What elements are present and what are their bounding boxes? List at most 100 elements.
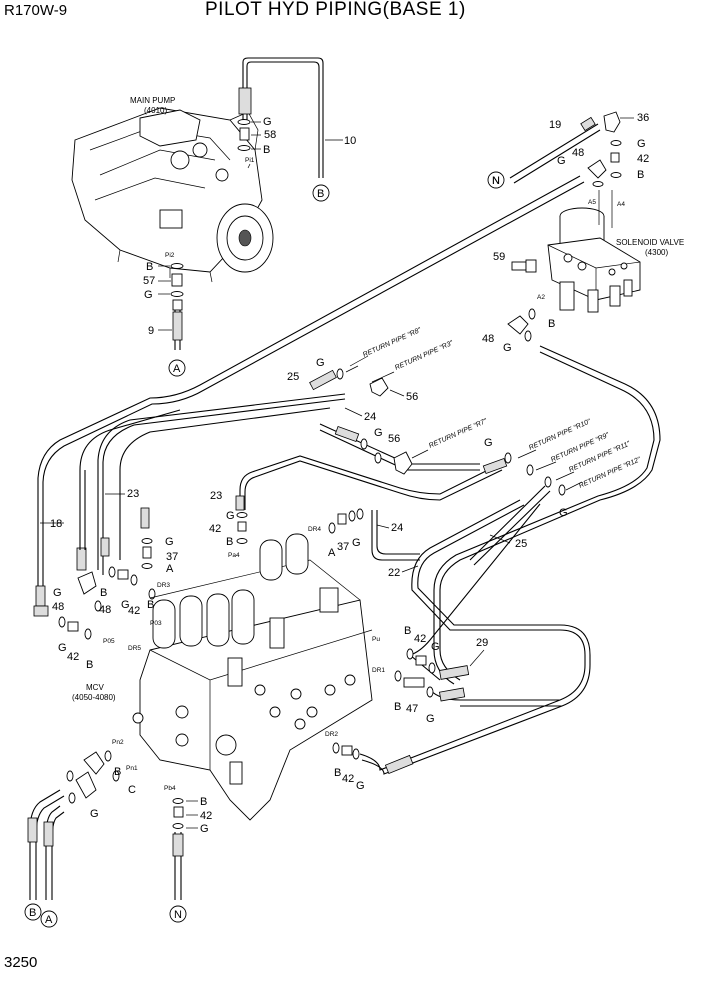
connector-n-top-label: N bbox=[492, 175, 500, 187]
callout-57: 57 bbox=[143, 275, 155, 287]
connector-b-bottom bbox=[24, 903, 42, 921]
connector-a-label: A bbox=[173, 363, 181, 375]
label-g: G bbox=[352, 537, 361, 549]
callout-48: 48 bbox=[99, 604, 111, 616]
connector-n-label: N bbox=[174, 909, 182, 921]
callout-23: 23 bbox=[127, 488, 139, 500]
callout-42: 42 bbox=[342, 773, 354, 785]
label-g: G bbox=[503, 342, 512, 354]
main-pump-drawing bbox=[71, 107, 274, 283]
callout-48: 48 bbox=[572, 147, 584, 159]
callout-42: 42 bbox=[200, 810, 212, 822]
mcv-drawing bbox=[132, 533, 373, 821]
callout-42: 42 bbox=[209, 523, 221, 535]
main-pump-code: (4010) bbox=[144, 106, 167, 115]
callout-48: 48 bbox=[52, 601, 64, 613]
label-b: B bbox=[394, 701, 401, 713]
callout-47: 47 bbox=[406, 703, 418, 715]
label-b: B bbox=[637, 169, 644, 181]
callout-29: 29 bbox=[476, 637, 488, 649]
callout-24: 24 bbox=[364, 411, 376, 423]
label-b: B bbox=[548, 318, 555, 330]
label-b: B bbox=[334, 767, 341, 779]
mcv-code: (4050-4080) bbox=[72, 693, 116, 702]
callout-42: 42 bbox=[67, 651, 79, 663]
label-b: B bbox=[147, 599, 154, 611]
connector-n-label: N bbox=[492, 175, 500, 187]
label-g: G bbox=[431, 641, 440, 653]
label-g: G bbox=[637, 138, 646, 150]
model-code: R170W-9 bbox=[4, 2, 68, 19]
callout-25: 25 bbox=[515, 538, 527, 550]
label-b: B bbox=[263, 144, 270, 156]
port-pi1: Pi1 bbox=[245, 157, 255, 164]
label-g: G bbox=[426, 713, 435, 725]
label-g: G bbox=[316, 357, 325, 369]
label-g: G bbox=[263, 116, 272, 128]
callout-56: 56 bbox=[406, 391, 418, 403]
label-c: C bbox=[128, 784, 136, 796]
label-g: G bbox=[90, 808, 99, 820]
connector-n-bottom bbox=[169, 905, 187, 923]
callout-9: 9 bbox=[148, 325, 154, 337]
callout-25: 25 bbox=[287, 371, 299, 383]
port-dr4: DR4 bbox=[308, 526, 321, 533]
label-b: B bbox=[404, 625, 411, 637]
connector-a-bottom bbox=[40, 910, 58, 928]
label-b: B bbox=[114, 766, 121, 778]
page-number: 3250 bbox=[4, 954, 38, 971]
callout-58: 58 bbox=[264, 129, 276, 141]
return-pipe-r3: RETURN PIPE "R3" bbox=[394, 340, 455, 372]
port-pi2: Pi2 bbox=[165, 252, 175, 259]
port-pn1: Pn1 bbox=[126, 765, 138, 772]
port-dr3: DR3 bbox=[157, 582, 170, 589]
label-b: B bbox=[200, 796, 207, 808]
label-b: B bbox=[100, 587, 107, 599]
callout-56: 56 bbox=[388, 433, 400, 445]
main-pump-label: MAIN PUMP bbox=[130, 96, 175, 105]
solenoid-valve-drawing bbox=[547, 207, 641, 313]
label-g: G bbox=[226, 510, 235, 522]
callout-42: 42 bbox=[414, 633, 426, 645]
label-g: G bbox=[58, 642, 67, 654]
connector-b-top bbox=[312, 184, 330, 202]
port-a5: A5 bbox=[588, 199, 596, 206]
label-g: G bbox=[356, 780, 365, 792]
callout-22: 22 bbox=[388, 567, 400, 579]
label-g: G bbox=[200, 823, 209, 835]
port-dr2: DR2 bbox=[325, 731, 338, 738]
port-p05: P05 bbox=[103, 638, 115, 645]
port-pn2: Pn2 bbox=[112, 739, 124, 746]
label-g: G bbox=[559, 507, 568, 519]
port-a2: A2 bbox=[537, 294, 545, 301]
solenoid-valve-code: (4300) bbox=[645, 248, 668, 257]
connector-a-label: A bbox=[45, 914, 53, 926]
callout-36: 36 bbox=[637, 112, 649, 124]
page-title: PILOT HYD PIPING(BASE 1) bbox=[205, 0, 466, 20]
callout-10: 10 bbox=[344, 135, 356, 147]
callout-23: 23 bbox=[210, 490, 222, 502]
port-dr1: DR1 bbox=[372, 667, 385, 674]
label-g: G bbox=[53, 587, 62, 599]
connector-a-top bbox=[168, 359, 186, 377]
mcv-label: MCV bbox=[86, 683, 104, 692]
label-g: G bbox=[484, 437, 493, 449]
solenoid-valve-label: SOLENOID VALVE bbox=[616, 238, 684, 247]
callout-24: 24 bbox=[391, 522, 403, 534]
port-a4: A4 bbox=[617, 201, 625, 208]
label-b: B bbox=[86, 659, 93, 671]
callout-42: 42 bbox=[128, 605, 140, 617]
callout-37: 37 bbox=[337, 541, 349, 553]
label-a: A bbox=[166, 563, 174, 575]
port-pu: Pu bbox=[372, 636, 380, 643]
callout-37: 37 bbox=[166, 551, 178, 563]
callout-19: 19 bbox=[549, 119, 561, 131]
port-p03: P03 bbox=[150, 620, 162, 627]
callout-42: 42 bbox=[637, 153, 649, 165]
label-g: G bbox=[374, 427, 383, 439]
label-b: B bbox=[226, 536, 233, 548]
label-g: G bbox=[165, 536, 174, 548]
label-g: G bbox=[557, 155, 566, 167]
connector-b-label: B bbox=[317, 188, 324, 200]
